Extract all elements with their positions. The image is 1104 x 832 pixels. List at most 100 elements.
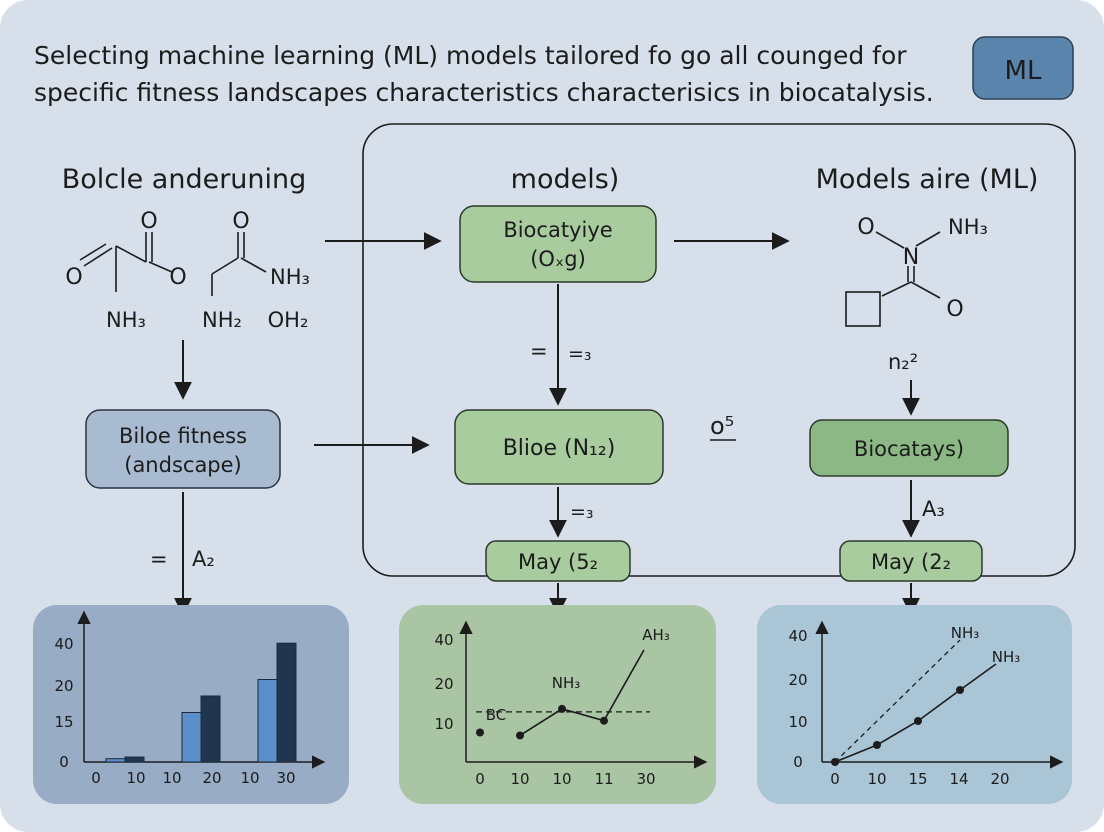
y-tick-label: 10 — [434, 715, 453, 733]
left-mol-o4: O — [232, 209, 249, 234]
x-tick-label: 10 — [162, 769, 181, 787]
bioe-label: Blioe (N₁₂) — [503, 436, 616, 461]
edge-label-a2: A₂ — [192, 547, 215, 571]
data-point — [873, 741, 881, 749]
right-mol-o1: O — [857, 215, 874, 240]
data-point — [914, 717, 922, 725]
left-mol-nh3a: NH₃ — [106, 308, 146, 332]
edge-label-n2: n₂² — [888, 350, 918, 374]
line-series — [519, 649, 645, 737]
left-mol-oh2: OH₂ — [268, 308, 309, 332]
point-label: AH₃ — [642, 626, 670, 644]
right-molecule — [845, 231, 941, 327]
data-point — [476, 728, 484, 737]
bar-chart: 0 15 20 40 0 10 10 20 10 30 — [54, 610, 326, 787]
bar — [124, 756, 145, 763]
bar — [105, 758, 126, 763]
models-container — [362, 123, 1076, 577]
x-tick-label: 10 — [240, 769, 259, 787]
may-right-label: May (2₂ — [871, 550, 951, 574]
x-tick-label: 20 — [202, 769, 221, 787]
y-tick-label: 0 — [793, 753, 803, 771]
x-tick-label: 20 — [990, 770, 1009, 788]
edge-label-eq-mid: = — [530, 339, 548, 363]
may-mid-node: May (5₂ — [485, 540, 631, 582]
x-tick-label: 30 — [636, 770, 655, 788]
x-tick-label: 10 — [510, 770, 529, 788]
x-tick-label: 10 — [126, 769, 145, 787]
biocatyiye-node: Biocatyiye (Oₓg) — [459, 205, 657, 283]
y-tick-label: 20 — [434, 675, 453, 693]
data-point — [956, 686, 964, 694]
line-chart: 10 20 40 0 10 10 11 30 BC NH₃ AH₃ — [434, 620, 708, 788]
bar — [181, 712, 202, 763]
title-line-2: specific fitness landscapes characterist… — [34, 78, 934, 107]
data-point — [558, 704, 566, 713]
fitness-landscape-line1: Biloe fitness — [119, 424, 247, 448]
ml-badge: ML — [972, 36, 1074, 100]
edge-label-eq3-bottom: =₃ — [570, 501, 594, 523]
x-tick-label: 0 — [91, 769, 101, 787]
y-tick-label: 20 — [54, 677, 73, 695]
y-tick-label: 40 — [434, 631, 453, 649]
x-tick-label: 10 — [867, 770, 886, 788]
ml-badge-label: ML — [1005, 56, 1042, 86]
biocatays-label: Biocatays) — [854, 437, 964, 461]
y-tick-label: 40 — [54, 635, 73, 653]
x-tick-label: 30 — [276, 769, 295, 787]
growth-chart-panel — [757, 605, 1072, 804]
bioe-node: Blioe (N₁₂) — [454, 409, 664, 485]
edge-label-a3: A₃ — [922, 497, 945, 521]
left-mol-o3: O — [169, 265, 186, 290]
flow-arrows — [174, 232, 920, 616]
middle-heading: models) — [511, 164, 620, 195]
may-right-node: May (2₂ — [839, 540, 983, 582]
left-mol-nh3b: NH₃ — [270, 265, 310, 289]
x-tick-label: 14 — [949, 770, 968, 788]
biocatyiye-line1: Biocatyiye — [503, 218, 612, 242]
title-line-1: Selecting machine learning (ML) models t… — [34, 41, 907, 70]
line-chart-panel — [399, 605, 716, 804]
y-tick-label: 0 — [59, 753, 69, 771]
dashed-series — [834, 639, 961, 763]
bar — [276, 642, 297, 763]
dashed-series-label: NH₃ — [951, 624, 980, 642]
growth-chart: 0 10 20 40 0 10 15 14 20 NH₃ NH₃ — [788, 620, 1064, 788]
left-mol-o2: O — [140, 209, 157, 234]
may-mid-label: May (5₂ — [518, 550, 598, 574]
left-mol-nh2: NH₂ — [202, 308, 242, 332]
y-tick-label: 20 — [788, 671, 807, 689]
x-tick-label: 15 — [908, 770, 927, 788]
fitness-landscape-line2: (andscape) — [124, 453, 242, 477]
x-tick-label: 0 — [830, 770, 840, 788]
x-tick-label: 0 — [475, 770, 485, 788]
x-tick-label: 10 — [552, 770, 571, 788]
biocatyiye-line2: (Oₓg) — [530, 247, 586, 271]
bar — [200, 695, 221, 763]
edge-label-eq-left: = — [150, 547, 168, 571]
solid-series-label: NH₃ — [992, 648, 1021, 666]
left-heading: Bolcle anderuning — [62, 164, 307, 195]
bar-chart-panel — [33, 605, 349, 804]
point-label: BC — [486, 706, 507, 724]
bar — [257, 679, 278, 763]
right-heading: Models aire (ML) — [816, 164, 1039, 195]
x-tick-label: 11 — [594, 770, 613, 788]
y-tick-label: 40 — [788, 627, 807, 645]
data-point — [831, 758, 839, 766]
biocatays-node: Biocatays) — [809, 419, 1009, 477]
right-mol-nh3: NH₃ — [948, 215, 988, 239]
left-mol-o1: O — [65, 265, 82, 290]
y-tick-label: 15 — [54, 713, 73, 731]
data-point — [600, 716, 608, 725]
y-tick-label: 10 — [788, 713, 807, 731]
data-point — [516, 731, 524, 740]
right-mol-o2: O — [946, 297, 963, 322]
point-label: NH₃ — [552, 674, 581, 692]
right-mol-n: N — [903, 245, 919, 270]
edge-label-eq3-top: =₃ — [568, 343, 592, 365]
edge-label-o5: o⁵ — [710, 412, 734, 440]
fitness-landscape-node: Biloe fitness (andscape) — [85, 409, 281, 489]
left-molecule — [79, 232, 267, 296]
